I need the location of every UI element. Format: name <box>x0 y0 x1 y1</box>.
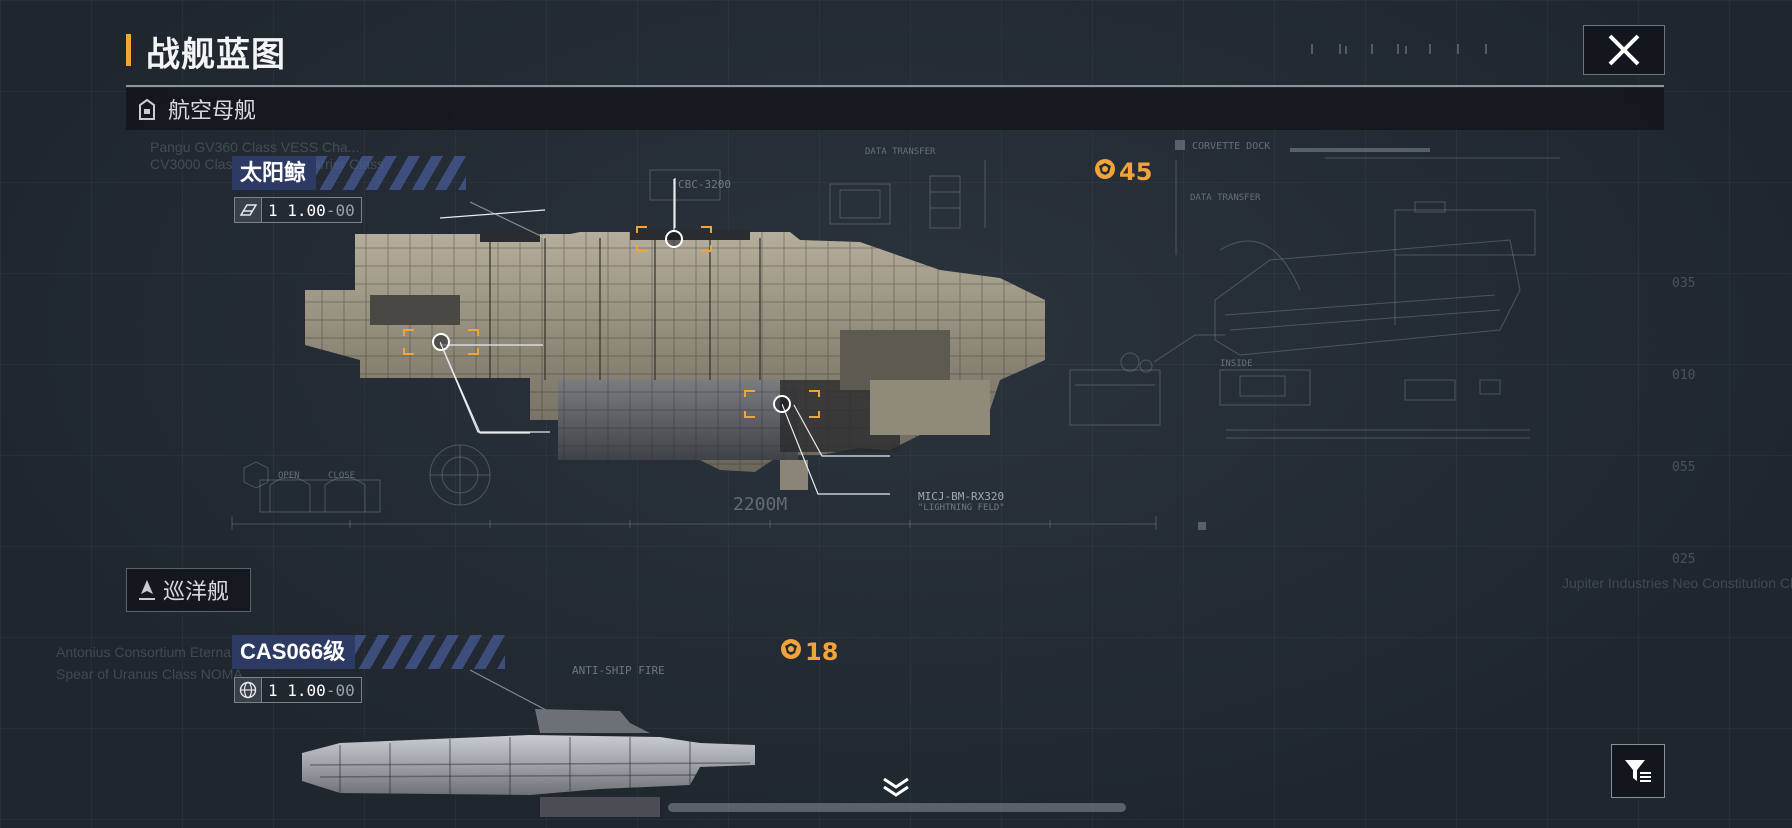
ship-power: 18 <box>780 638 838 666</box>
weapon-hotspot-top[interactable] <box>635 225 713 253</box>
close-button[interactable] <box>1583 25 1665 75</box>
header-divider <box>126 85 1664 87</box>
blueprint-schematic: DATA TRANSFER DATA TRANSFER INSIDE OPEN … <box>231 140 1560 530</box>
name-tag-stripes <box>355 635 506 669</box>
blueprint-label: DATA TRANSFER <box>1190 193 1261 203</box>
version-main: 1.00 <box>287 200 326 220</box>
callout-label: MICJ-BM-RX320 <box>918 490 1005 503</box>
carrier-icon <box>136 98 158 120</box>
callout-line-top-weapon <box>674 178 676 228</box>
ship-power: 45 <box>1094 158 1152 186</box>
filter-button[interactable] <box>1611 744 1665 798</box>
globe-icon <box>234 677 262 703</box>
ship-model-sun-whale[interactable] <box>300 230 1145 495</box>
scrollbar[interactable] <box>668 803 1126 812</box>
background-text: Spear of Uranus Class NOMA ... <box>56 666 258 682</box>
power-value: 45 <box>1119 158 1153 186</box>
callout-label: ANTI-SHIP FIRE <box>572 664 665 677</box>
blueprint-label: OPEN <box>278 471 300 481</box>
scale-number: 010 <box>1672 368 1696 383</box>
power-icon <box>1094 158 1116 186</box>
chevron-down-icon[interactable] <box>880 776 912 798</box>
callout-line-bottom <box>782 404 890 495</box>
callout-label: "LIGHTNING FELD" <box>918 503 1005 513</box>
callout-line-nametag <box>470 201 546 239</box>
category-label: 巡洋舰 <box>163 579 230 604</box>
ship-version: 1 1.00-00 <box>234 197 362 223</box>
version-number: 1 1.00-00 <box>262 197 362 223</box>
ship-class-icon <box>234 197 262 223</box>
ship-name-tag[interactable]: CAS066级 <box>232 635 506 669</box>
version-main: 1.00 <box>287 680 326 700</box>
weapon-hotspot-left[interactable] <box>402 328 480 356</box>
ship-name: CAS066级 <box>232 635 356 669</box>
ship-length-label: 2200M <box>733 494 788 515</box>
blueprint-label: CLOSE <box>328 471 355 481</box>
scale-number: 035 <box>1672 276 1696 291</box>
background-text: Antonius Consortium Eternal ... <box>56 644 250 660</box>
blueprint-label: DATA TRANSFER <box>865 147 936 157</box>
version-prefix: 1 <box>268 200 278 220</box>
power-icon <box>780 638 802 666</box>
version-prefix: 1 <box>268 680 278 700</box>
cruiser-icon <box>137 578 157 602</box>
ship-version: 1 1.00-00 <box>234 677 362 703</box>
header-ticks-decoration <box>1311 44 1487 54</box>
version-suffix: -00 <box>325 200 355 220</box>
scale-number: 055 <box>1672 460 1696 475</box>
category-carrier[interactable]: 航空母舰 <box>126 88 1664 130</box>
version-suffix: -00 <box>325 680 355 700</box>
background-text: Pangu GV360 Class VESS Cha... <box>150 139 360 155</box>
blueprint-label: INSIDE <box>1220 359 1253 369</box>
scale-number: 025 <box>1672 552 1696 567</box>
callout-label: CBC-3200 <box>678 178 731 191</box>
callout-line-left-weapon <box>440 342 550 433</box>
ship-name: 太阳鲸 <box>232 156 317 190</box>
category-label: 航空母舰 <box>168 98 257 123</box>
power-value: 18 <box>805 638 839 666</box>
background-text: Jupiter Industries Neo Constitution Cl..… <box>1562 575 1792 591</box>
filter-icon <box>1625 760 1651 782</box>
ship-name-tag[interactable]: 太阳鲸 <box>232 156 467 190</box>
category-cruiser[interactable]: 巡洋舰 <box>126 568 251 612</box>
ship-model-cas066[interactable] <box>300 705 760 828</box>
name-tag-stripes <box>316 156 467 190</box>
callout-lines <box>439 179 890 457</box>
blueprint-label: CORVETTE DOCK <box>1192 141 1270 152</box>
version-number: 1 1.00-00 <box>262 677 362 703</box>
title-accent <box>126 34 131 66</box>
close-icon <box>1608 34 1640 66</box>
callout-line-nametag <box>470 669 547 711</box>
page-title: 战舰蓝图 <box>146 36 286 74</box>
